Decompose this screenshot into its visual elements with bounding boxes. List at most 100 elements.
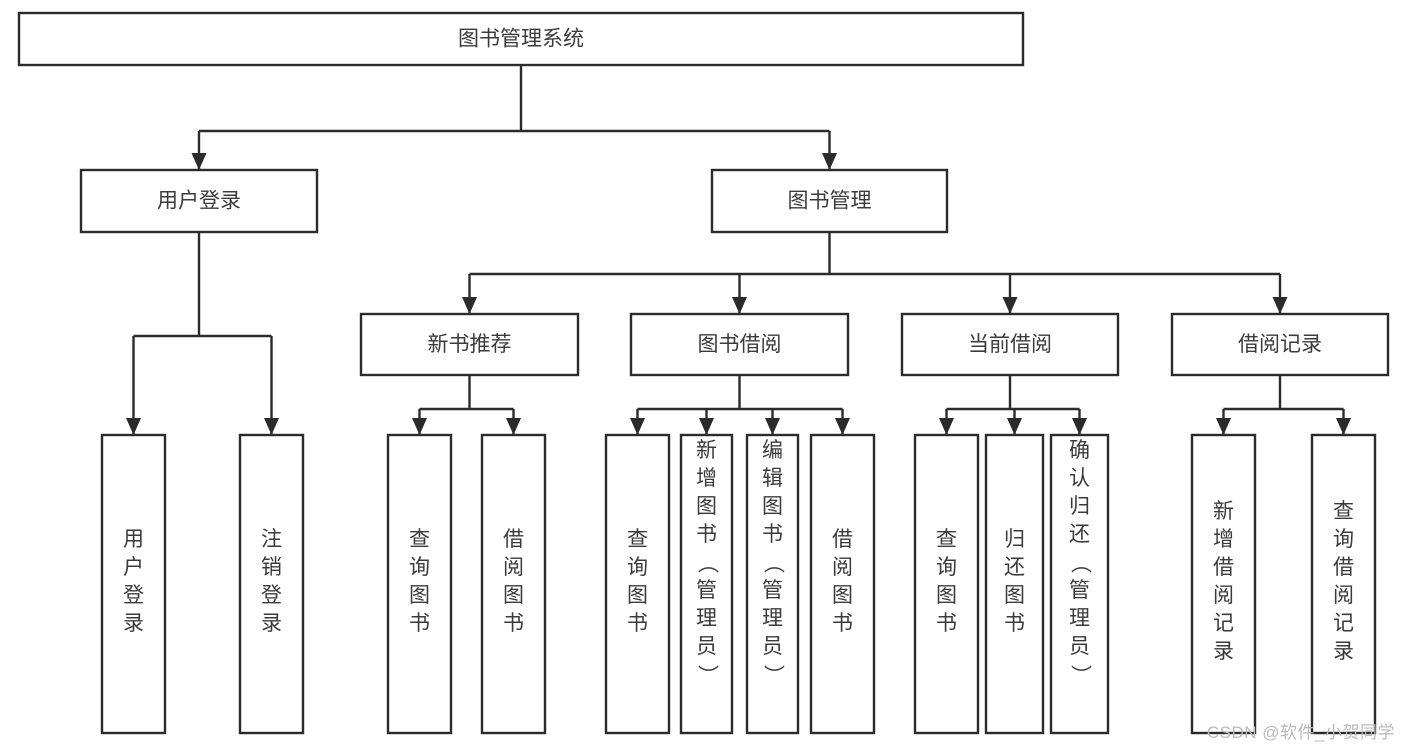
node-leaf-query-book-1-label-char: 查: [409, 528, 430, 551]
node-book-borrow-box[interactable]: [629, 312, 850, 377]
arrow-head-icon: [264, 418, 279, 435]
arrow-head-icon: [126, 418, 141, 435]
node-leaf-add-record-label-char: 新: [1213, 500, 1234, 523]
node-leaf-add-book-label-char: 管: [696, 579, 717, 602]
node-leaf-add-book-label-char: 新: [696, 439, 717, 462]
node-leaf-edit-book-label-char: 管: [762, 579, 783, 602]
node-leaf-logout-box[interactable]: [238, 433, 305, 735]
node-leaf-query-book-1-label-char: 图: [409, 584, 430, 607]
node-leaf-query-record-label-char: 借: [1333, 556, 1354, 579]
node-leaf-query-book-2-label-char: 书: [627, 612, 648, 635]
node-borrow-record[interactable]: 借阅记录: [1170, 312, 1390, 377]
node-leaf-query-book-3-label-char: 查: [936, 528, 957, 551]
node-leaf-edit-book-label-char: （: [762, 553, 785, 574]
node-leaf-edit-book-label-char: 编: [762, 439, 783, 462]
node-leaf-logout-label-char: 登: [261, 584, 282, 607]
node-leaf-logout-label-char: 录: [261, 612, 282, 635]
node-leaf-query-record-label-char: 查: [1333, 500, 1354, 523]
node-leaf-user-login-box[interactable]: [100, 433, 167, 735]
node-leaf-add-record-label-char: 录: [1213, 640, 1234, 663]
node-root[interactable]: 图书管理系统: [17, 11, 1025, 67]
node-leaf-borrow-book-2-box[interactable]: [809, 433, 876, 735]
node-leaf-add-record-label-char: 借: [1213, 556, 1234, 579]
node-leaf-add-book-label-char: 员: [696, 635, 717, 658]
node-leaf-edit-book-label-char: ）: [762, 665, 785, 686]
node-leaf-query-record-label-char: 询: [1333, 528, 1354, 551]
node-leaf-user-login-label-char: 用: [123, 528, 144, 551]
node-leaf-add-record-box[interactable]: [1190, 433, 1257, 735]
node-leaf-query-book-3-label-char: 书: [936, 612, 957, 635]
node-leaf-add-book-label-char: 图: [696, 495, 717, 518]
node-book-borrow[interactable]: 图书借阅: [629, 312, 850, 377]
node-leaf-add-book-label-char: ）: [696, 665, 719, 686]
arrow-head-icon: [765, 418, 780, 435]
node-leaf-add-book-box[interactable]: [679, 433, 734, 735]
node-current-borrow[interactable]: 当前借阅: [900, 312, 1120, 377]
node-leaf-borrow-book-1-label-char: 书: [503, 612, 524, 635]
node-leaf-confirm-return-label-char: （: [1069, 553, 1092, 574]
node-layer: 图书管理系统用户登录图书管理新书推荐图书借阅当前借阅借阅记录用户登录注销登录查询…: [17, 11, 1390, 735]
arrow-head-icon: [412, 418, 427, 435]
node-new-book-rec-box[interactable]: [359, 312, 580, 377]
node-book-manage-label: 图书管理: [788, 190, 872, 213]
node-leaf-edit-book-label-char: 员: [762, 635, 783, 658]
node-leaf-user-login-label-char: 录: [123, 612, 144, 635]
node-user-login-label: 用户登录: [157, 190, 241, 213]
node-user-login[interactable]: 用户登录: [79, 168, 319, 234]
arrow-head-icon: [506, 418, 521, 435]
node-leaf-confirm-return-label-char: 确: [1069, 439, 1090, 462]
node-root-box[interactable]: [17, 11, 1025, 67]
arrow-head-icon: [1216, 418, 1231, 435]
node-leaf-query-book-3-box[interactable]: [913, 433, 980, 735]
node-leaf-query-record-label-char: 录: [1333, 640, 1354, 663]
node-leaf-borrow-book-1-box[interactable]: [480, 433, 547, 735]
node-root-label: 图书管理系统: [458, 28, 584, 51]
node-leaf-user-login-label-char: 户: [123, 556, 144, 579]
node-leaf-query-record-label-char: 记: [1333, 612, 1354, 635]
node-leaf-edit-book-box[interactable]: [745, 433, 800, 735]
node-leaf-add-book-label-char: 增: [696, 467, 717, 490]
node-book-manage-box[interactable]: [710, 168, 949, 234]
arrow-head-icon: [822, 153, 837, 170]
node-leaf-confirm-return-box[interactable]: [1049, 433, 1110, 735]
arrow-head-icon: [835, 418, 850, 435]
node-current-borrow-box[interactable]: [900, 312, 1120, 377]
node-new-book-rec[interactable]: 新书推荐: [359, 312, 580, 377]
watermark-text: CSDN @软件_小贺同学: [1206, 723, 1395, 742]
node-leaf-user-login[interactable]: 用户登录: [100, 433, 167, 735]
arrow-head-icon: [191, 153, 207, 170]
node-leaf-return-book-box[interactable]: [984, 433, 1045, 735]
node-leaf-query-book-2-box[interactable]: [604, 433, 671, 735]
node-leaf-confirm-return-label-char: 归: [1069, 495, 1090, 518]
node-leaf-query-book-1-label-char: 书: [409, 612, 430, 635]
node-leaf-edit-book-label-char: 辑: [762, 467, 783, 490]
arrow-head-icon: [1272, 297, 1288, 314]
node-borrow-record-box[interactable]: [1170, 312, 1390, 377]
node-leaf-query-book-3-label-char: 询: [936, 556, 957, 579]
node-leaf-query-book-1-box[interactable]: [386, 433, 453, 735]
node-book-manage[interactable]: 图书管理: [710, 168, 949, 234]
node-leaf-query-book-3-label-char: 图: [936, 584, 957, 607]
node-leaf-confirm-return-label-char: 员: [1069, 635, 1090, 658]
node-leaf-return-book-label-char: 书: [1004, 612, 1025, 635]
node-user-login-box[interactable]: [79, 168, 319, 234]
arrow-head-icon: [1072, 418, 1087, 435]
arrow-head-icon: [462, 297, 477, 314]
node-leaf-query-record-box[interactable]: [1310, 433, 1377, 735]
node-book-borrow-label: 图书借阅: [698, 333, 782, 356]
node-leaf-logout-label-char: 注: [261, 528, 282, 551]
arrow-head-icon: [630, 418, 645, 435]
